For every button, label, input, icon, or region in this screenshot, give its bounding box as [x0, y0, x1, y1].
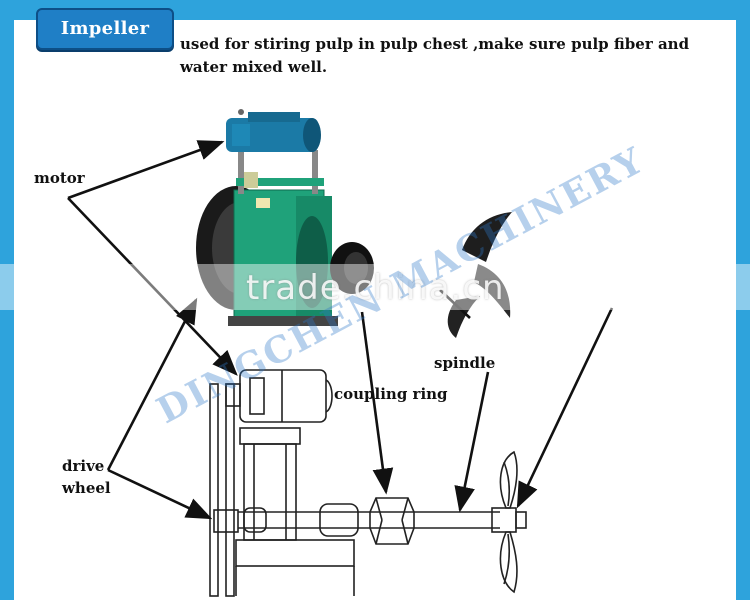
arrow-propeller [516, 307, 614, 509]
arrow-drive-wheel-drawing [107, 468, 213, 520]
description-text: used for stiring pulp in pulp chest ,mak… [180, 35, 690, 76]
label-motor: motor [34, 169, 85, 187]
arrow-spindle-photo [439, 289, 471, 319]
callout-arrows [67, 140, 614, 520]
drawing-coupling-ring [369, 497, 415, 545]
arrow-spindle [454, 371, 490, 513]
drawing-propeller-blade-top [499, 450, 518, 509]
arrow-coupling-ring [360, 311, 394, 495]
machine-photo [196, 109, 374, 326]
arrow-motor-photo [67, 140, 225, 200]
watermark-band [0, 264, 750, 310]
label-spindle: spindle [434, 354, 496, 372]
label-wheel: wheel [62, 479, 111, 497]
label-drive: drive [62, 457, 105, 475]
arrow-motor-drawing [67, 197, 238, 376]
watermark-trade: trade.china.cn [246, 268, 505, 308]
page-title: Impeller [60, 18, 150, 39]
content-panel [14, 20, 736, 600]
arrow-drive-wheel-photo [106, 297, 198, 471]
title-tab: Impeller [36, 8, 174, 50]
label-coupling-ring: coupling ring [334, 385, 448, 403]
drawing-propeller-blade-bottom [499, 531, 518, 594]
